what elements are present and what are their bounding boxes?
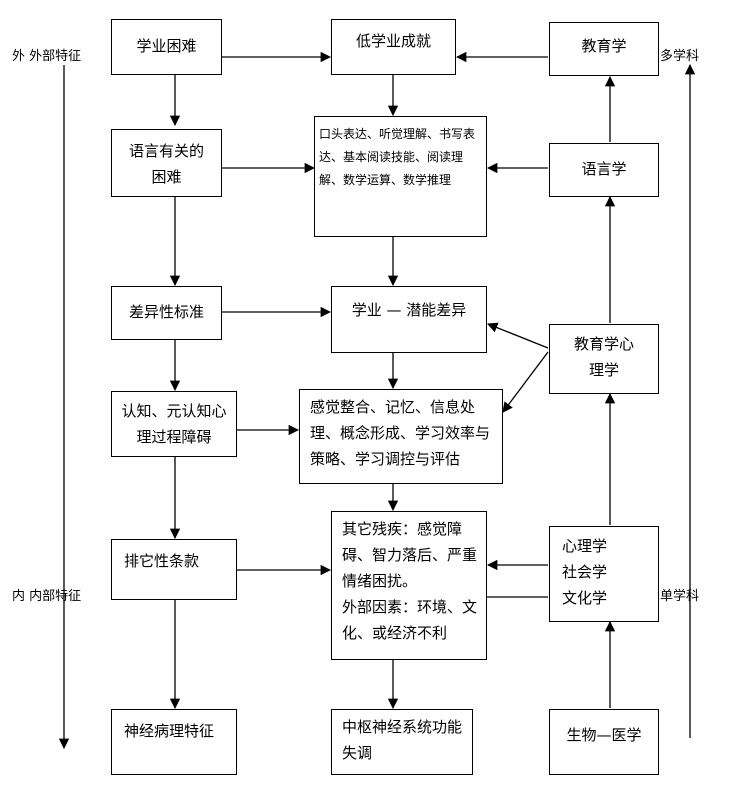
label-internal-features: 内 内部特征 <box>12 589 82 604</box>
label-multidisciplinary: 多学科 <box>660 49 700 64</box>
box-low-achievement: 低学业成就 <box>331 19 456 75</box>
box-exclusion-clause: 排它性条款 <box>111 539 237 600</box>
box-neuropathology-features: 神经病理特征 <box>111 709 237 775</box>
label-external-features: 外 外部特征 <box>12 49 82 64</box>
box-skill-areas: 口头表达、听觉理解、书写表达、基本阅读技能、阅读理解、数学运算、数学推理 <box>314 116 487 237</box>
box-information-processing: 感觉整合、记忆、信息处理、概念形成、学习效率与策略、学习调控与评估 <box>299 389 503 484</box>
arrow-rm-3 <box>487 322 549 349</box>
box-education: 教育学 <box>549 22 659 76</box>
box-exclusion-factors: 其它残疾：感觉障碍、智力落后、严重情绪困扰。外部因素：环境、文化、或经济不利 <box>331 511 487 660</box>
arrow-rm-4 <box>502 351 549 413</box>
box-linguistics: 语言学 <box>549 143 659 197</box>
box-cns-dysfunction: 中枢神经系统功能失调 <box>331 709 473 775</box>
box-discrepancy-criterion: 差异性标准 <box>111 286 222 340</box>
box-achievement-potential-gap: 学业 — 潜能差异 <box>331 286 487 353</box>
box-academic-difficulty: 学业困难 <box>111 19 222 75</box>
label-single-discipline: 单学科 <box>660 589 700 604</box>
box-cognitive-disorder: 认知、元认知心理过程障碍 <box>111 391 237 457</box>
box-language-difficulty: 语言有关的困难 <box>111 129 222 197</box>
box-psych-sociology-culture: 心理学社会学文化学 <box>549 526 659 622</box>
box-educational-psychology: 教育学心理学 <box>549 324 659 394</box>
box-biomedicine: 生物—医学 <box>549 709 659 775</box>
